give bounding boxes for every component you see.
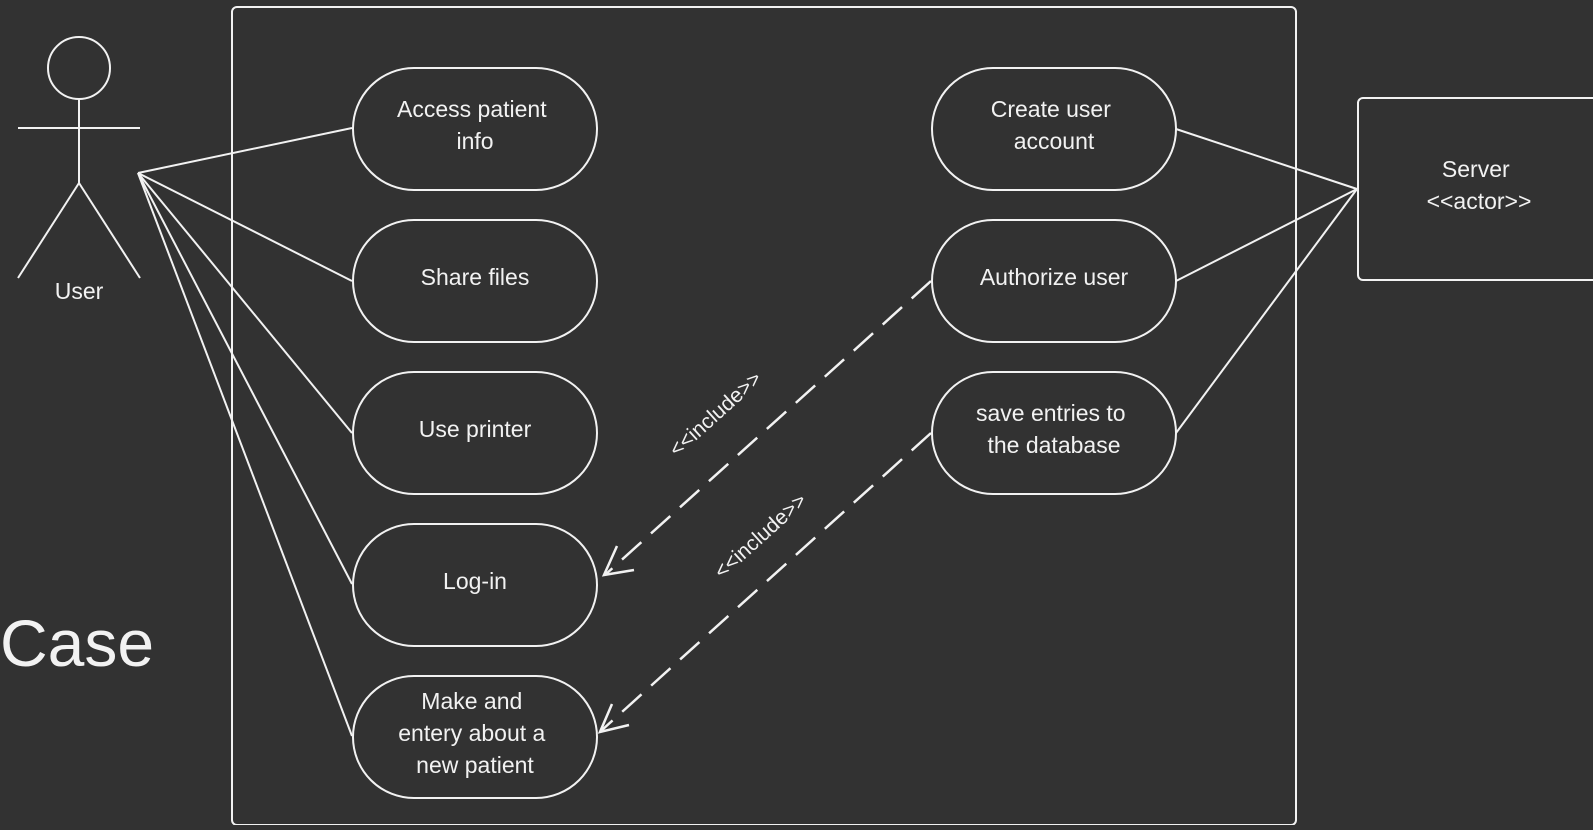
include-label-1: <<include>> (665, 367, 766, 461)
user-actor (17, 36, 141, 279)
use-case-label: Share files (421, 264, 530, 290)
use-case-label: the database (987, 432, 1120, 458)
server-actor: Server <<actor>> (1357, 97, 1593, 281)
user-actor-label: User (55, 278, 104, 304)
svg-text:Log-in: Log-in (443, 568, 507, 594)
use-case-label: Make and (421, 688, 522, 714)
use-case-share-files: Share files (352, 219, 598, 343)
slide-title-fragment: Case (0, 606, 154, 680)
server-actor-name: Server (1442, 156, 1510, 182)
use-case-log-in: Log-in (352, 523, 598, 647)
svg-text:Make and entery about a: Make and entery about a new patient (398, 688, 551, 778)
association-use-printer (137, 172, 353, 434)
association-make-entry (137, 172, 353, 737)
svg-text:Authorize user: Authorize user (980, 264, 1129, 290)
server-actor-stereotype: <<actor>> (1427, 188, 1532, 214)
association-create-user-account (1175, 128, 1358, 190)
association-log-in (137, 172, 353, 585)
use-case-label: Use printer (419, 416, 532, 442)
include-label-2: <<include>> (710, 489, 811, 583)
association-share-files (137, 172, 353, 282)
use-case-label: save entries to (976, 400, 1126, 426)
use-case-label: Create user (991, 96, 1112, 122)
arrowhead-open (601, 545, 635, 577)
include-dependency-save-to-make-entry (597, 432, 932, 734)
svg-text:Access patient info: Access patient info (397, 96, 553, 154)
use-case-label: info (456, 128, 493, 154)
actor-left-leg (17, 182, 80, 279)
svg-text:Server <<actor>>: Server <<actor>> (1427, 156, 1532, 214)
arrowhead-open (597, 703, 630, 734)
use-case-label: entery about a (398, 720, 545, 746)
actor-right-leg (78, 182, 141, 279)
include-dependency-authorize-to-login (601, 280, 932, 577)
svg-text:Create user account: Create user account (991, 96, 1118, 154)
use-case-create-user-account: Create user account (931, 67, 1177, 191)
svg-text:Use printer: Use printer (419, 416, 532, 442)
svg-text:Share files: Share files (421, 264, 530, 290)
use-case-authorize-user: Authorize user (931, 219, 1177, 343)
use-case-label: Log-in (443, 568, 507, 594)
use-case-label: Authorize user (980, 264, 1129, 290)
user-associations (137, 127, 353, 737)
server-associations (1175, 128, 1358, 434)
use-case-make-entry: Make and entery about a new patient (352, 675, 598, 799)
use-case-label: account (1014, 128, 1095, 154)
use-case-label: new patient (416, 752, 534, 778)
association-save-entries (1175, 188, 1358, 434)
association-authorize-user (1175, 188, 1358, 282)
actor-head (47, 36, 111, 100)
use-case-use-printer: Use printer (352, 371, 598, 495)
use-case-label: Access patient (397, 96, 547, 122)
association-access-patient-info (137, 127, 353, 174)
svg-text:save entries to the data: save entries to the database (976, 400, 1132, 458)
use-case-access-patient-info: Access patient info (352, 67, 598, 191)
use-case-save-entries: save entries to the database (931, 371, 1177, 495)
